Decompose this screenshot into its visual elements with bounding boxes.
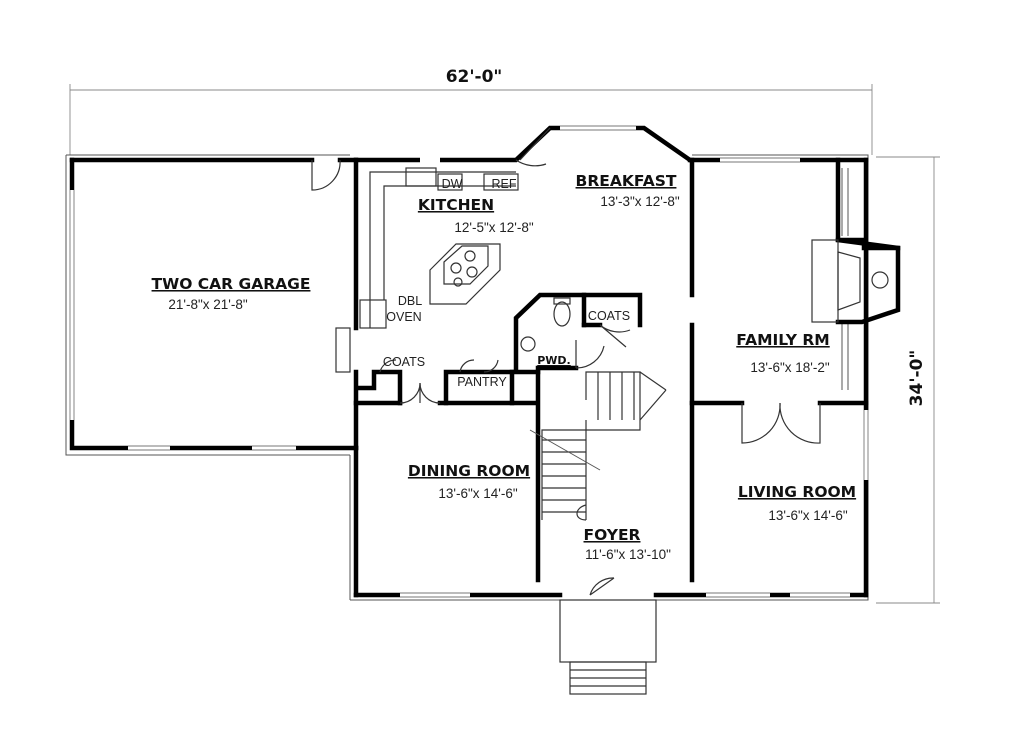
garage-size: 21'-8"x 21'-8": [168, 297, 247, 312]
interior-walls: [353, 157, 869, 583]
breakfast-name: BREAKFAST: [576, 172, 677, 190]
family-size: 13'-6"x 18'-2": [750, 360, 829, 375]
depth-dimension: 34'-0": [907, 350, 927, 407]
double-oven-label-1: DBL: [398, 294, 422, 308]
breakfast-size: 13'-3"x 12'-8": [600, 194, 679, 209]
living-name: LIVING ROOM: [738, 483, 856, 501]
coats-right-label: COATS: [588, 309, 630, 323]
dining-size: 13'-6"x 14'-6": [438, 486, 517, 501]
dishwasher-label: DW: [442, 177, 463, 191]
dining-name: DINING ROOM: [408, 462, 530, 480]
family-name: FAMILY RM: [736, 331, 829, 349]
refrigerator-label: REF: [492, 177, 517, 191]
fireplace: [811, 157, 901, 325]
dimension-lines: [69, 84, 940, 604]
pantry-label: PANTRY: [457, 375, 507, 389]
kitchen-fixtures: [359, 167, 519, 329]
powder-fixtures: [520, 297, 571, 352]
width-dimension: 62'-0": [446, 67, 503, 87]
kitchen-size: 12'-5"x 12'-8": [454, 220, 533, 235]
foyer-name: FOYER: [584, 526, 641, 544]
windows: [69, 125, 869, 598]
stairs: [529, 371, 667, 521]
living-size: 13'-6"x 14'-6": [768, 508, 847, 523]
powder-room-label: PWD.: [537, 354, 571, 367]
kitchen-name: KITCHEN: [418, 196, 494, 214]
double-oven-label-2: OVEN: [386, 310, 421, 324]
coats-left-label: COATS: [383, 355, 425, 369]
doors: [311, 127, 821, 596]
garage-name: TWO CAR GARAGE: [152, 275, 311, 293]
foyer-size: 11'-6"x 13'-10": [585, 547, 671, 562]
front-porch: [559, 599, 657, 695]
